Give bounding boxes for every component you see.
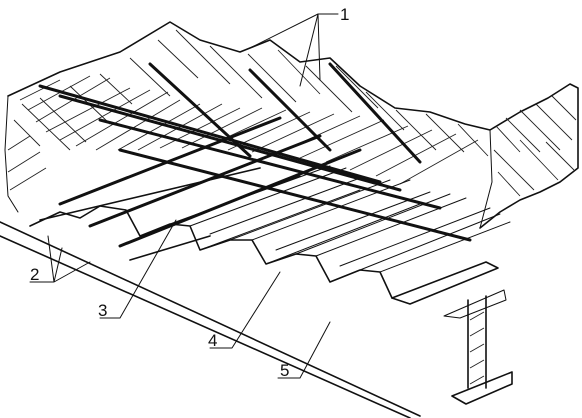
rebar-mesh [38,62,472,261]
leader-5 [277,321,331,379]
rebar-lower-2 [129,235,211,261]
concrete-slab [4,21,579,229]
rebar-cross-4 [148,62,252,158]
rebar-lower-1 [39,167,261,221]
rebar-cross-6 [328,62,422,164]
leader-4 [209,271,281,349]
rebar-top-4 [118,148,472,242]
beam-end-web [467,295,487,389]
rebar-top-1 [38,84,382,184]
rebar-cross-5 [248,68,332,152]
deck-profile-front [29,205,393,299]
beam-end-top [443,289,507,319]
beam-top-flange [0,221,421,418]
leader-2 [29,235,91,283]
deck-web-lines [209,177,491,267]
leader-3 [99,219,177,319]
beam-end-flange [391,261,499,305]
callout-leaders [29,13,339,379]
callout-2: 2 [30,265,39,284]
deck-rib-3 [189,167,511,273]
slab-hatching [7,29,577,197]
leader-1 [249,13,339,87]
steel-beam [0,221,513,418]
rebar-top-3 [98,118,442,210]
callout-4: 4 [208,331,217,350]
callout-3: 3 [98,301,107,320]
deck-rib-1 [139,165,391,251]
slab-right-cut [479,129,493,229]
beam-web-hatch [469,311,485,385]
slab-left-edge [4,95,19,213]
callout-1: 1 [340,5,349,24]
slab-outline [7,21,579,229]
rebar-cross-1 [58,116,282,206]
steel-deck [29,165,511,299]
beam-end-bottom-flange [451,371,513,405]
deck-rib-2 [265,193,501,283]
rebar-top-2 [58,94,402,192]
callout-5: 5 [280,361,289,380]
